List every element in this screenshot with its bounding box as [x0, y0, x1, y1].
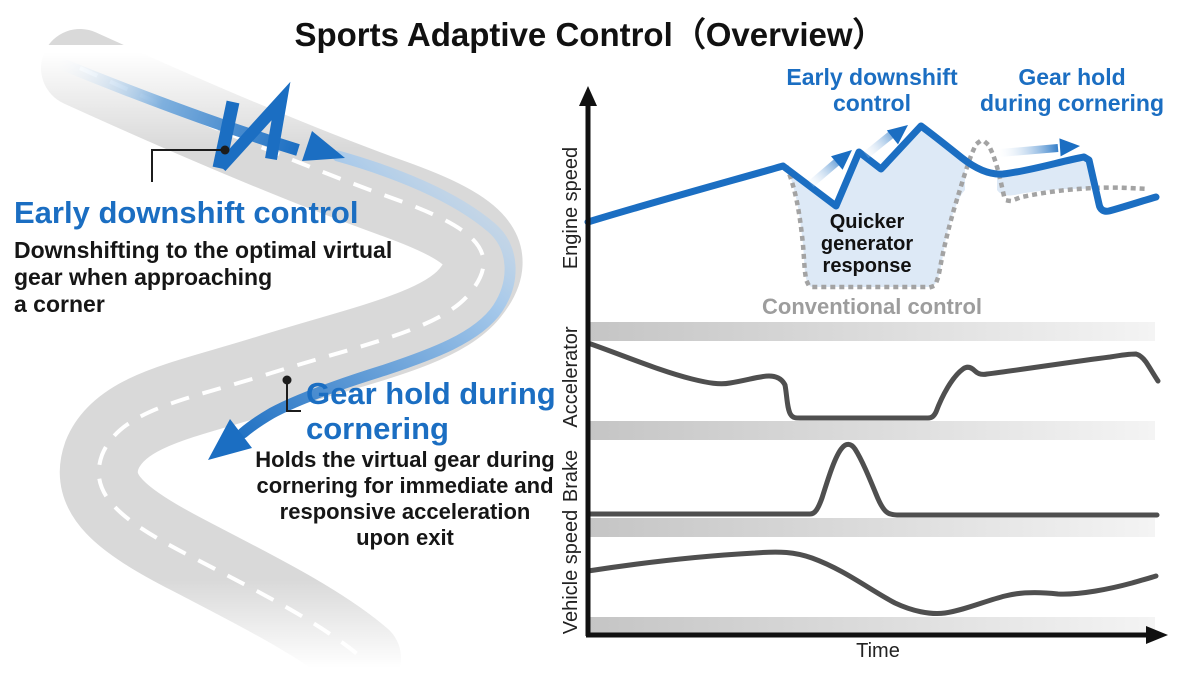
- brake-bottom-band: [589, 518, 1155, 537]
- road-illustration: [41, 29, 523, 675]
- quicker-generator-response-annotation: Quicker generator response: [820, 211, 914, 277]
- gear-hold-fill: [997, 157, 1096, 196]
- chart-header-gear-hold: Gear hold during cornering: [980, 64, 1164, 116]
- shaft-arrowhead: [302, 131, 345, 161]
- chart-axes: [579, 86, 1168, 644]
- route-arrow-icon: [208, 150, 516, 460]
- accelerator-top-band: [589, 322, 1155, 341]
- early-downshift-heading: Early downshift control: [14, 195, 359, 230]
- callout2-anchor-dot: [282, 375, 292, 385]
- callout1-connector: [151, 145, 230, 182]
- ylabel-vehicle-speed: Vehicle speed: [560, 509, 582, 635]
- quicker-response-fill: [784, 126, 965, 287]
- chart-header-early-downshift: Early downshift control: [786, 64, 958, 116]
- shaft-arrow-icon: [49, 54, 345, 161]
- axis-up-arrow-icon: [579, 86, 597, 106]
- hold-arrow-icon: [999, 138, 1080, 157]
- vehicle-speed-line: [585, 549, 1159, 616]
- road-surface: [41, 29, 523, 675]
- conventional-control-label: Conventional control: [762, 294, 982, 319]
- gradient-bands: [589, 322, 1155, 635]
- downshift-bolt-icon: [212, 81, 291, 172]
- upshift-arrow-2-icon: [863, 125, 908, 159]
- engine-speed-chart: [584, 122, 1160, 290]
- callout2-connector: [282, 375, 301, 412]
- callout1-anchor-dot: [220, 145, 230, 155]
- gear-hold-description: Holds the virtual gear during cornering …: [255, 447, 555, 550]
- vehicle-bottom-band: [589, 617, 1155, 635]
- ylabel-engine-speed: Engine speed: [560, 146, 582, 270]
- conventional-control-line: [784, 138, 1151, 290]
- route-arrowhead: [208, 419, 252, 460]
- sports-adaptive-line: [584, 122, 1160, 226]
- accelerator-bottom-band: [589, 421, 1155, 440]
- gear-hold-heading: Gear hold during cornering: [306, 376, 556, 446]
- early-downshift-description: Downshifting to the optimal virtual gear…: [14, 237, 393, 317]
- page-title: Sports Adaptive Control（Overview）: [294, 16, 886, 53]
- axis-right-arrow-icon: [1146, 626, 1168, 644]
- upshift-arrow-1-icon: [808, 150, 852, 188]
- xlabel-time: Time: [856, 640, 900, 662]
- road-centerline-dashes: [79, 66, 486, 660]
- accelerator-line: [585, 340, 1161, 421]
- brake-line: [585, 441, 1160, 518]
